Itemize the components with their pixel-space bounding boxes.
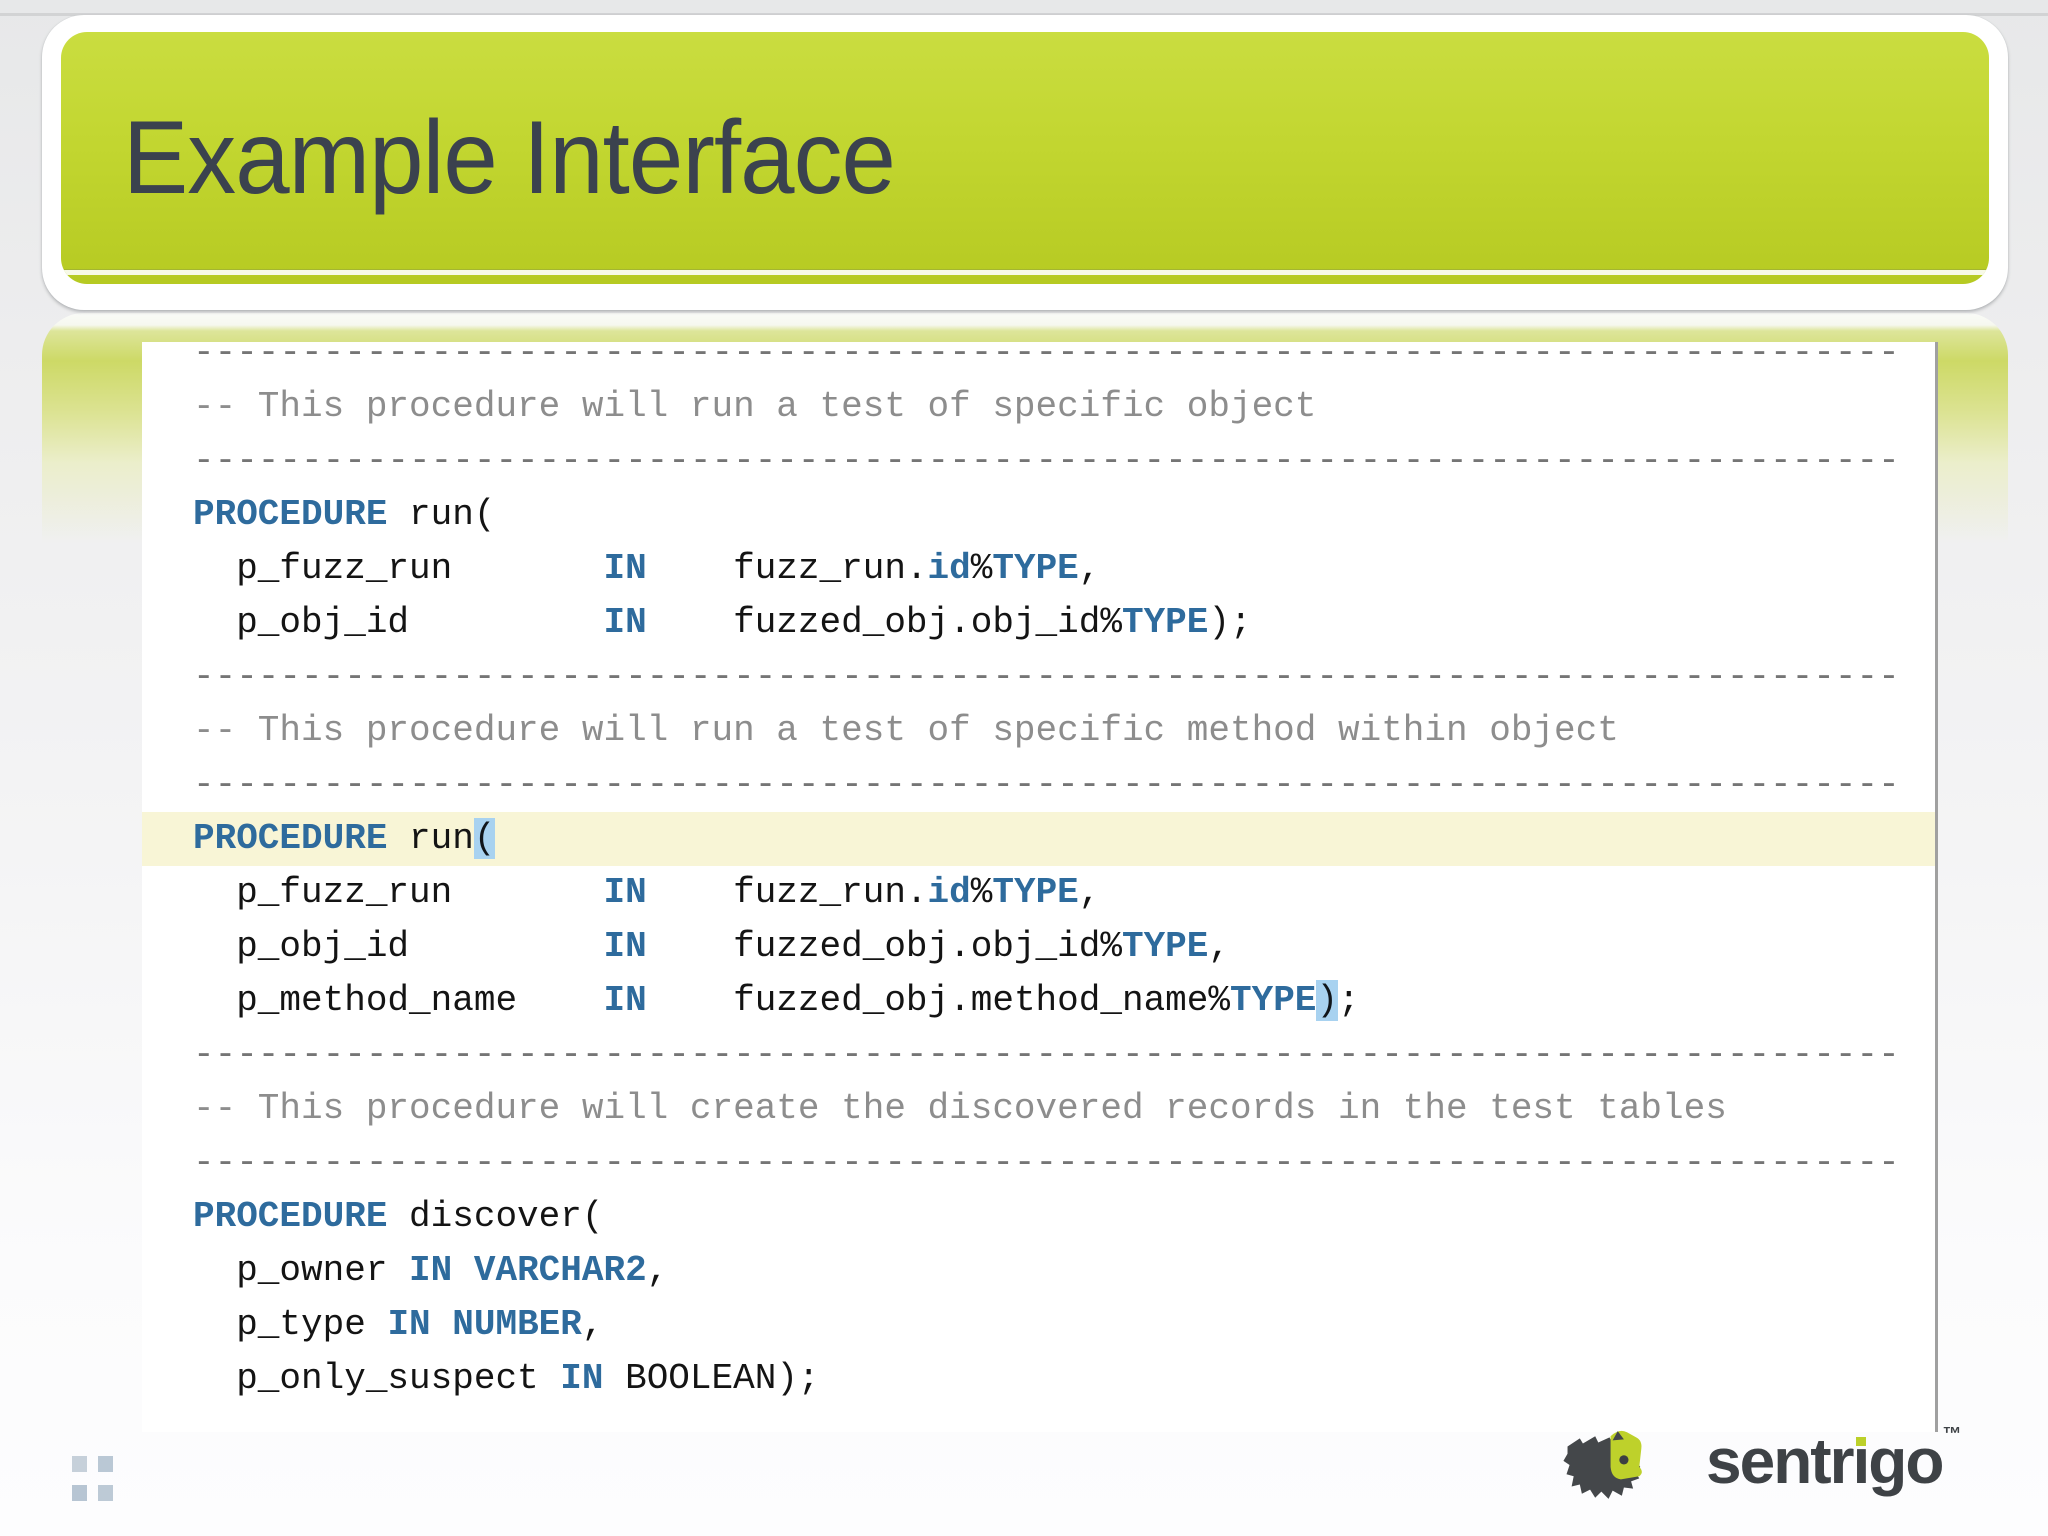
code-line: p_obj_id IN fuzzed_obj.obj_id%TYPE,	[193, 926, 1230, 967]
code-line: ----------------------------------------…	[193, 440, 1900, 481]
brand-i-dot	[1855, 1437, 1866, 1446]
brand-post: go	[1868, 1425, 1944, 1497]
code-line: p_obj_id IN fuzzed_obj.obj_id%TYPE);	[193, 602, 1252, 643]
code-line: ----------------------------------------…	[193, 1034, 1900, 1075]
decor-square	[98, 1456, 113, 1472]
brand-pre: sentr	[1706, 1425, 1854, 1497]
code-line: p_only_suspect IN BOOLEAN);	[193, 1358, 820, 1399]
code-line: p_type IN NUMBER,	[193, 1304, 604, 1345]
code-line: ----------------------------------------…	[193, 342, 1900, 373]
decor-square	[98, 1485, 113, 1501]
decor-square	[72, 1456, 87, 1472]
brand-i: ı	[1852, 1425, 1871, 1497]
trademark: ™	[1942, 1424, 1962, 1445]
code-block: ----------------------------------------…	[142, 342, 1938, 1432]
code-line: PROCEDURE discover(	[193, 1196, 604, 1237]
code-line: -- This procedure will create the discov…	[193, 1088, 1727, 1129]
code-line: p_fuzz_run IN fuzz_run.id%TYPE,	[193, 872, 1101, 913]
code-line: -- This procedure will run a test of spe…	[193, 710, 1619, 751]
code-line: ----------------------------------------…	[193, 764, 1900, 805]
code-line: p_fuzz_run IN fuzz_run.id%TYPE,	[193, 548, 1101, 589]
title-banner: Example Interface	[42, 15, 2008, 310]
code-line: PROCEDURE run(	[142, 812, 1935, 866]
code-pre: ----------------------------------------…	[142, 342, 1935, 1406]
code-line: ----------------------------------------…	[193, 656, 1900, 697]
code-line: p_owner IN VARCHAR2,	[193, 1250, 669, 1291]
top-divider-line	[0, 13, 2048, 16]
code-line: p_method_name IN fuzzed_obj.method_name%…	[193, 980, 1360, 1021]
code-line: ----------------------------------------…	[193, 1142, 1900, 1183]
sentrigo-mark-icon	[1563, 1430, 1642, 1499]
code-line: PROCEDURE run(	[193, 494, 496, 535]
decor-square	[72, 1485, 87, 1501]
page-title: Example Interface	[123, 99, 896, 216]
code-line: -- This procedure will run a test of spe…	[193, 386, 1317, 427]
title-banner-green: Example Interface	[61, 32, 1989, 284]
